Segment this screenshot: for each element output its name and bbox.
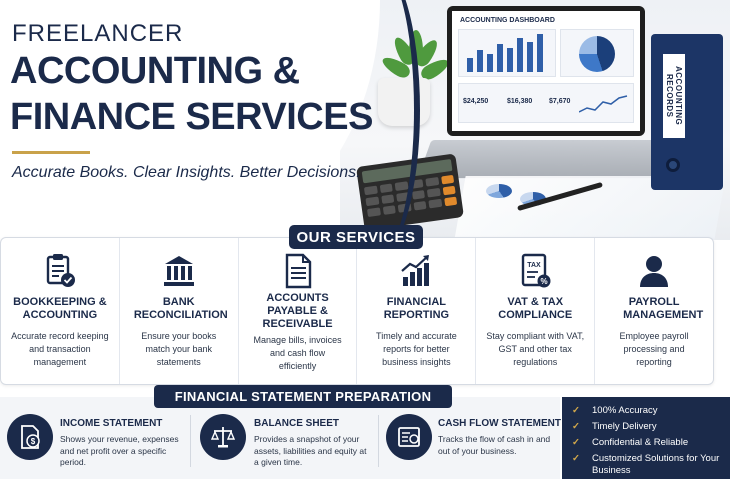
service-title: VAT & TAX COMPLIANCE: [498, 296, 573, 321]
service-title: ACCOUNTS PAYABLE & RECEIVABLE: [262, 292, 333, 330]
benefit-item: ✓ Customized Solutions for Your Business: [572, 453, 722, 477]
headline-accounting: ACCOUNTING &: [10, 50, 300, 92]
service-description: Employee payroll processing and reportin…: [619, 331, 689, 367]
bar-chart-growth-icon: [399, 253, 433, 289]
our-services-heading: OUR SERVICES: [289, 225, 423, 249]
benefits-panel: ✓ 100% Accuracy ✓ Timely Delivery ✓ Conf…: [562, 397, 730, 479]
headline-finance-services: FINANCE SERVICES: [10, 96, 373, 138]
dashboard-value: $7,670: [549, 98, 571, 105]
benefit-item: ✓ Timely Delivery: [572, 421, 657, 433]
service-description: Stay compliant with VAT, GST and other t…: [486, 331, 585, 367]
bank-icon: [162, 253, 196, 289]
service-description: Accurate record keeping and transaction …: [11, 331, 109, 367]
service-payroll: PAYROLL MANAGEMENT Employee payroll proc…: [595, 238, 713, 384]
dashboard-value: $24,250: [463, 98, 489, 105]
svg-text:$: $: [31, 437, 36, 446]
service-bank-reconciliation: BANK RECONCILIATION Ensure your books ma…: [120, 238, 239, 384]
checkmark-icon: ✓: [572, 453, 580, 464]
statement-description: Tracks the flow of cash in and out of yo…: [438, 434, 551, 456]
service-title: BOOKKEEPING & ACCOUNTING: [13, 296, 107, 321]
benefit-label: Timely Delivery: [592, 421, 657, 432]
divider: [190, 415, 191, 467]
benefit-label: 100% Accuracy: [592, 405, 658, 416]
dashboard-value: $16,380: [507, 98, 533, 105]
hero-banner: ACCOUNTING DASHBOARD $24,250 $16,380 $7,…: [10, 0, 730, 240]
services-panel: BOOKKEEPING & ACCOUNTING Accurate record…: [0, 237, 714, 385]
svg-text:%: %: [541, 277, 548, 286]
statement-title: BALANCE SHEET: [254, 418, 340, 429]
checkmark-icon: ✓: [572, 437, 580, 448]
checkmark-icon: ✓: [572, 421, 580, 432]
statement-balance-sheet: BALANCE SHEET Provides a snapshot of you…: [192, 397, 378, 479]
svg-text:TAX: TAX: [527, 262, 541, 269]
clipboard-check-icon: [43, 253, 77, 289]
checkmark-icon: ✓: [572, 405, 580, 416]
benefit-item: ✓ 100% Accuracy: [572, 405, 657, 417]
tax-document-icon: TAX %: [518, 253, 552, 289]
statement-cash-flow: CASH FLOW STATEMENT Tracks the flow of c…: [380, 397, 561, 479]
cash-flow-icon: [386, 414, 432, 460]
statement-description: Shows your revenue, expenses and net pro…: [60, 434, 179, 467]
person-icon: [637, 253, 671, 289]
laptop-dashboard-image: ACCOUNTING DASHBOARD $24,250 $16,380 $7,…: [447, 6, 645, 136]
service-financial-reporting: FINANCIAL REPORTING Timely and accurate …: [357, 238, 477, 384]
statement-description: Provides a snapshot of your assets, liab…: [254, 434, 367, 467]
gold-divider: [12, 151, 90, 154]
paper-chart: [486, 184, 512, 198]
accounting-records-binder: ACCOUNTING RECORDS: [651, 34, 723, 190]
service-title: PAYROLL MANAGEMENT: [623, 296, 704, 321]
service-bookkeeping: BOOKKEEPING & ACCOUNTING Accurate record…: [1, 238, 120, 384]
statement-title: CASH FLOW STATEMENT: [438, 418, 561, 429]
service-title: BANK RECONCILIATION: [133, 296, 228, 321]
balance-scale-icon: [200, 414, 246, 460]
financial-statements-panel: $ INCOME STATEMENT Shows your revenue, e…: [0, 397, 561, 479]
service-description: Ensure your books match your bank statem…: [141, 331, 217, 367]
dollar-document-icon: $: [7, 414, 53, 460]
service-accounts-payable-receivable: ACCOUNTS PAYABLE & RECEIVABLE Manage bil…: [239, 238, 358, 384]
headline-freelancer: FREELANCER: [12, 20, 184, 47]
statement-income: $ INCOME STATEMENT Shows your revenue, e…: [0, 397, 190, 479]
binder-label: ACCOUNTING RECORDS: [665, 66, 683, 126]
service-vat-tax: TAX % VAT & TAX COMPLIANCE Stay complian…: [476, 238, 596, 384]
statement-title: INCOME STATEMENT: [60, 418, 163, 429]
service-title: FINANCIAL REPORTING: [383, 296, 450, 321]
invoice-document-icon: [281, 253, 315, 289]
benefit-item: ✓ Confidential & Reliable: [572, 437, 688, 449]
benefit-label: Customized Solutions for Your Business: [592, 453, 720, 476]
benefit-label: Confidential & Reliable: [592, 437, 689, 448]
financial-statement-heading: FINANCIAL STATEMENT PREPARATION: [154, 385, 452, 408]
service-description: Manage bills, invoices and cash flow eff…: [253, 335, 342, 371]
service-description: Timely and accurate reports for better b…: [376, 331, 457, 367]
dashboard-title: ACCOUNTING DASHBOARD: [460, 17, 555, 24]
tagline: Accurate Books. Clear Insights. Better D…: [12, 164, 361, 181]
divider: [378, 415, 379, 467]
